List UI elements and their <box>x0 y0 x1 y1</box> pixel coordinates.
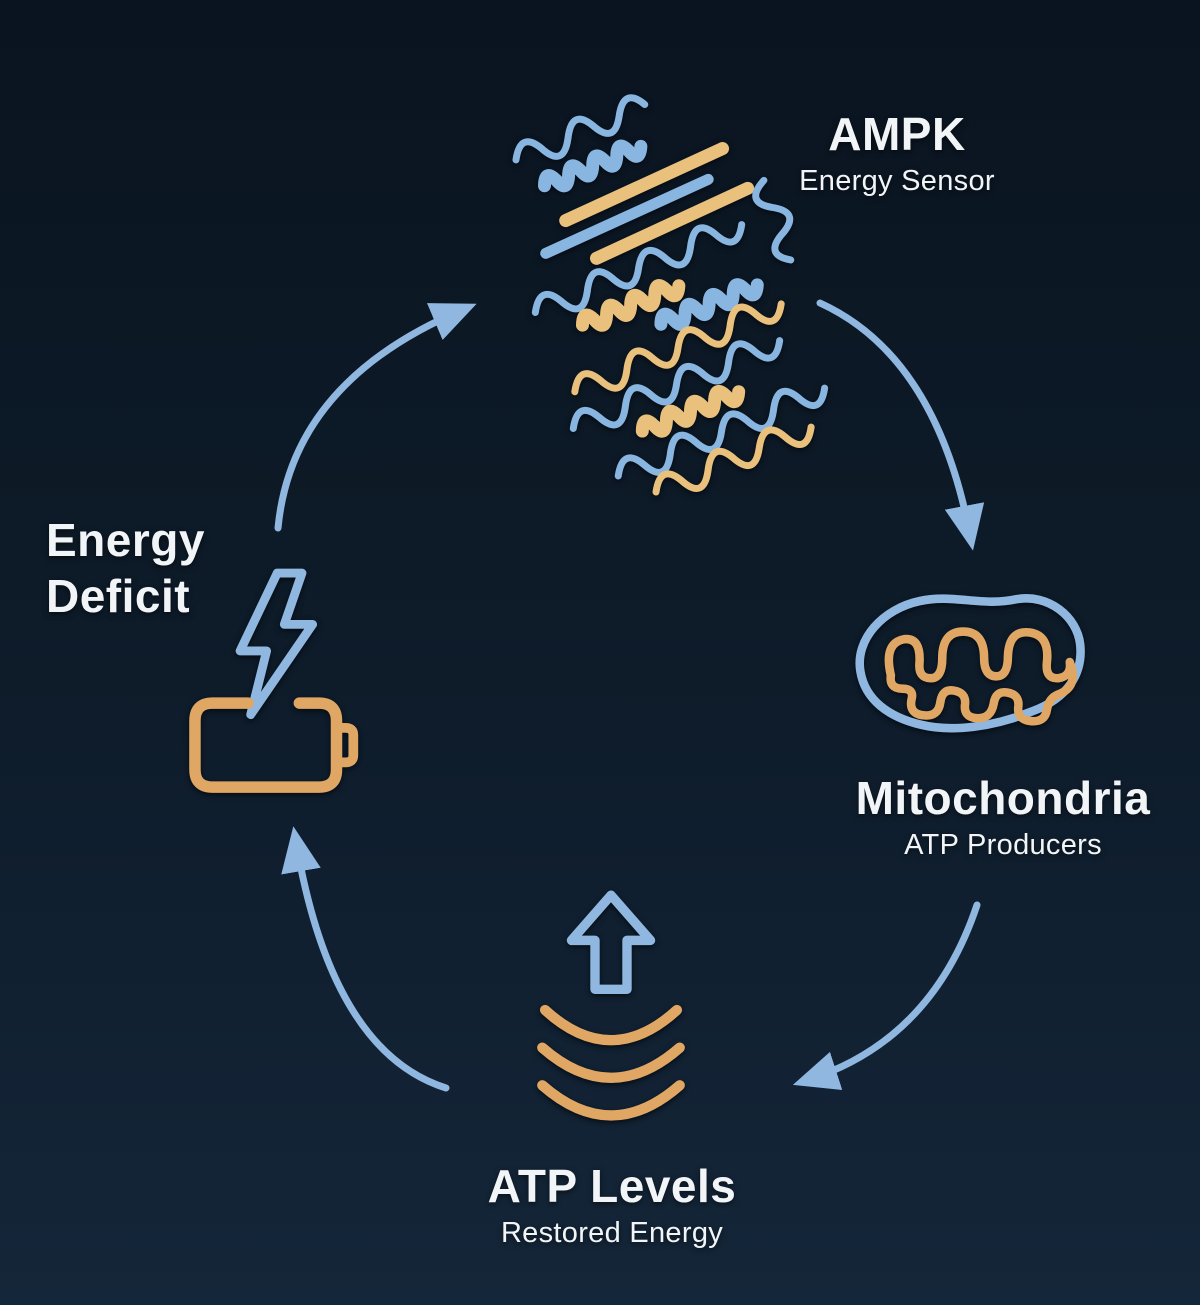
energy-deficit-node-label: Energy Deficit <box>46 512 256 624</box>
battery-body <box>189 697 343 793</box>
energy-deficit-title: Energy Deficit <box>46 514 205 623</box>
ampk-title: AMPK <box>828 108 966 160</box>
energy-wave-2 <box>537 1042 685 1083</box>
arrow-mitochondria-to-atp <box>792 901 981 1090</box>
mitochondria-node-label: Mitochondria ATP Producers <box>843 772 1163 862</box>
energy-wave-1 <box>539 1004 683 1046</box>
arrow-energy-deficit-to-ampk <box>274 303 477 532</box>
rising-arrow-waves-icon <box>537 890 685 1121</box>
mitochondria-icon <box>855 594 1085 733</box>
atp-title: ATP Levels <box>487 1160 737 1212</box>
empty-battery-lightning-icon <box>189 568 359 793</box>
mitochondria-title: Mitochondria <box>855 772 1151 824</box>
lightning-bolt-icon <box>235 568 318 720</box>
mitochondria-cristae <box>884 627 1077 726</box>
atp-subtitle: Restored Energy <box>500 1216 724 1249</box>
battery-terminal <box>331 723 359 768</box>
mitochondria-subtitle: ATP Producers <box>904 828 1102 861</box>
arrow-atp-to-energy-deficit <box>281 826 450 1092</box>
ampk-node-label: AMPK Energy Sensor <box>737 108 1057 198</box>
atp-node-label: ATP Levels Restored Energy <box>452 1160 772 1250</box>
protein-ribbon-icon <box>512 94 829 496</box>
mitochondria-outer-membrane <box>855 594 1085 733</box>
ampk-subtitle: Energy Sensor <box>799 164 995 197</box>
energy-wave-3 <box>537 1080 685 1121</box>
arrow-ampk-to-mitochondria <box>816 299 985 551</box>
up-arrow-icon <box>566 890 656 995</box>
